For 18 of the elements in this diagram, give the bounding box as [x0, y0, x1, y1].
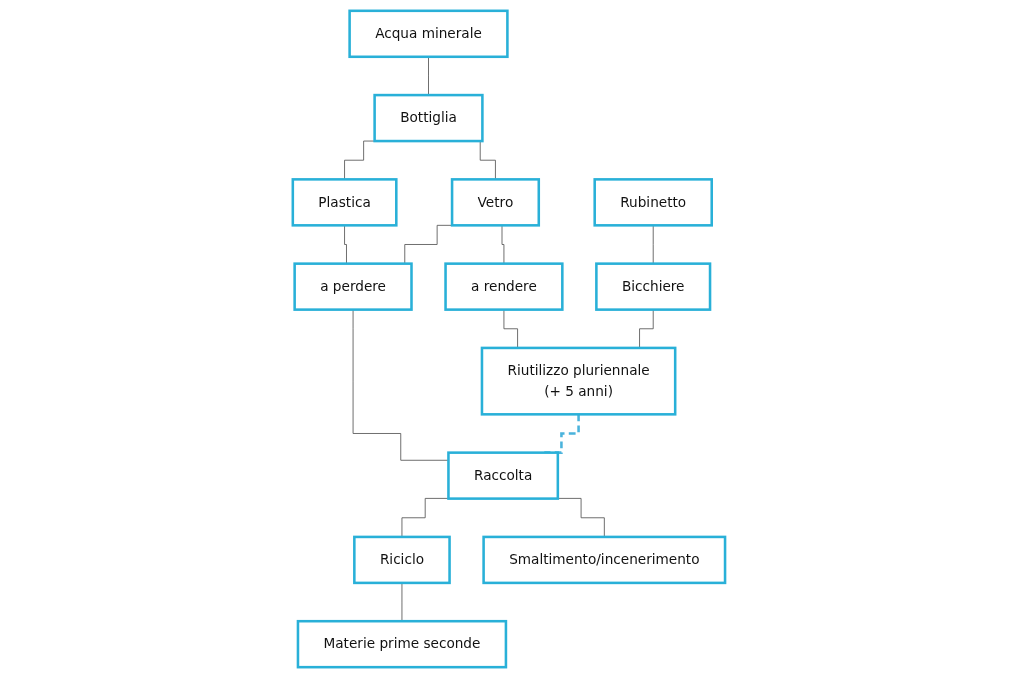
node-box: Vetro: [450, 177, 541, 227]
node-box: Smaltimento/incenerimento: [482, 535, 727, 584]
node-box: Plastica: [291, 177, 398, 227]
node-box: a rendere: [444, 261, 564, 311]
connector: [344, 224, 349, 264]
connector: [401, 497, 449, 537]
node-box: Materie prime seconde: [296, 619, 508, 668]
node-box: Bottiglia: [373, 93, 484, 142]
node-box: Riciclo: [353, 535, 451, 584]
connector: [557, 497, 605, 537]
node-box: Acqua minerale: [348, 9, 509, 58]
connector: [652, 224, 654, 264]
connector: [499, 224, 505, 264]
node-box: Bicchiere: [595, 261, 712, 311]
node-box: a perdere: [293, 261, 413, 311]
node-box: Raccolta: [447, 450, 560, 500]
node-box: Riutilizzo pluriennale (+ 5 anni): [480, 346, 677, 416]
node-box: Rubinetto: [593, 177, 714, 227]
